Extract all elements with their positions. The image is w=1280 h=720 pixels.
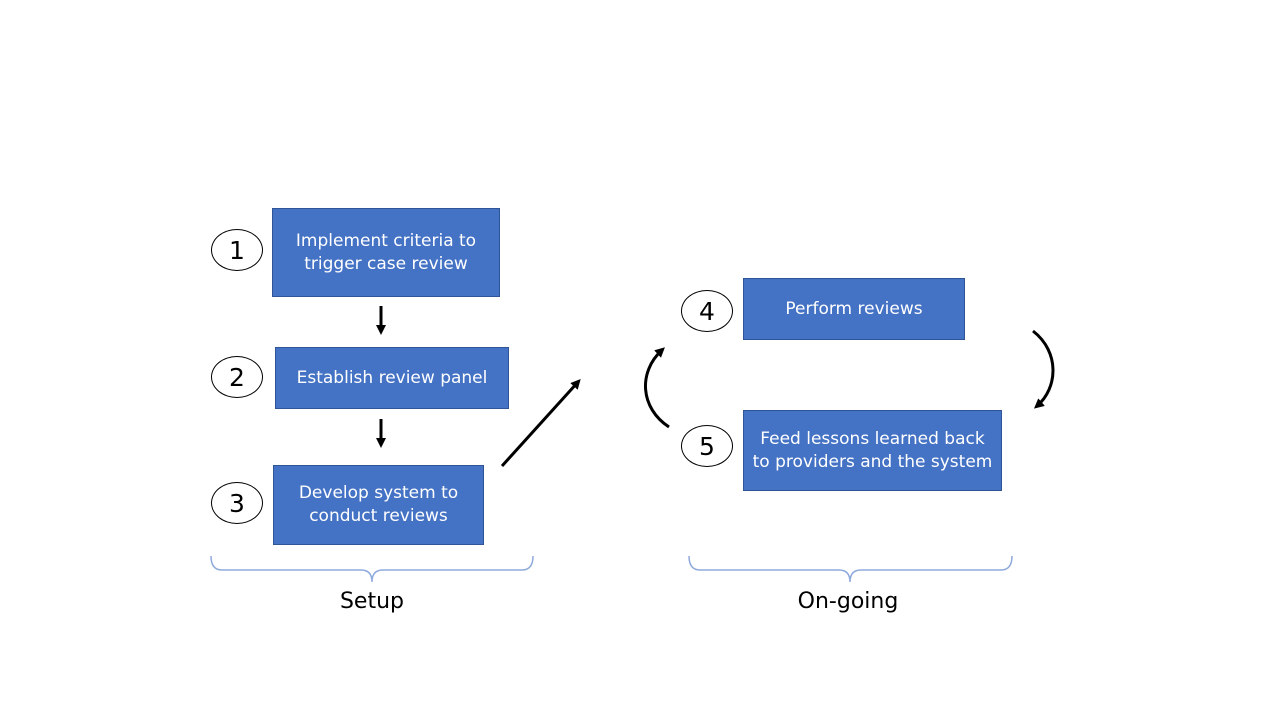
arrow-step5-to-step4 — [643, 347, 670, 429]
step-text-2: Establish review panel — [296, 367, 488, 388]
step-number-1: 1 — [211, 229, 263, 271]
step-box-5: Feed lessons learned back to providers a… — [743, 410, 1002, 491]
step-text-1: Implement criteria to trigger case revie… — [295, 230, 477, 274]
step-text-3: Develop system to conduct reviews — [298, 483, 459, 526]
setup-label: Setup — [339, 589, 405, 614]
step-text-4: Perform reviews — [785, 298, 923, 319]
step-number-2: 2 — [211, 356, 263, 398]
step-box-4: Perform reviews — [743, 278, 965, 340]
step-box-1: Implement criteria to trigger case revie… — [272, 208, 500, 297]
step-number-5: 5 — [681, 425, 733, 467]
step-box-2: Establish review panel — [275, 347, 509, 409]
step-number-3: 3 — [211, 482, 263, 524]
step-box-3: Develop system to conduct reviews — [273, 465, 484, 545]
setup-bracket — [210, 555, 534, 583]
step-text-5: Feed lessons learned back to providers a… — [752, 428, 993, 472]
arrow-setup-to-ongoing — [500, 379, 581, 468]
arrow-step4-to-step5 — [1032, 329, 1055, 409]
ongoing-label: On-going — [797, 589, 899, 614]
step-number-4: 4 — [681, 290, 733, 332]
ongoing-bracket — [688, 555, 1013, 583]
